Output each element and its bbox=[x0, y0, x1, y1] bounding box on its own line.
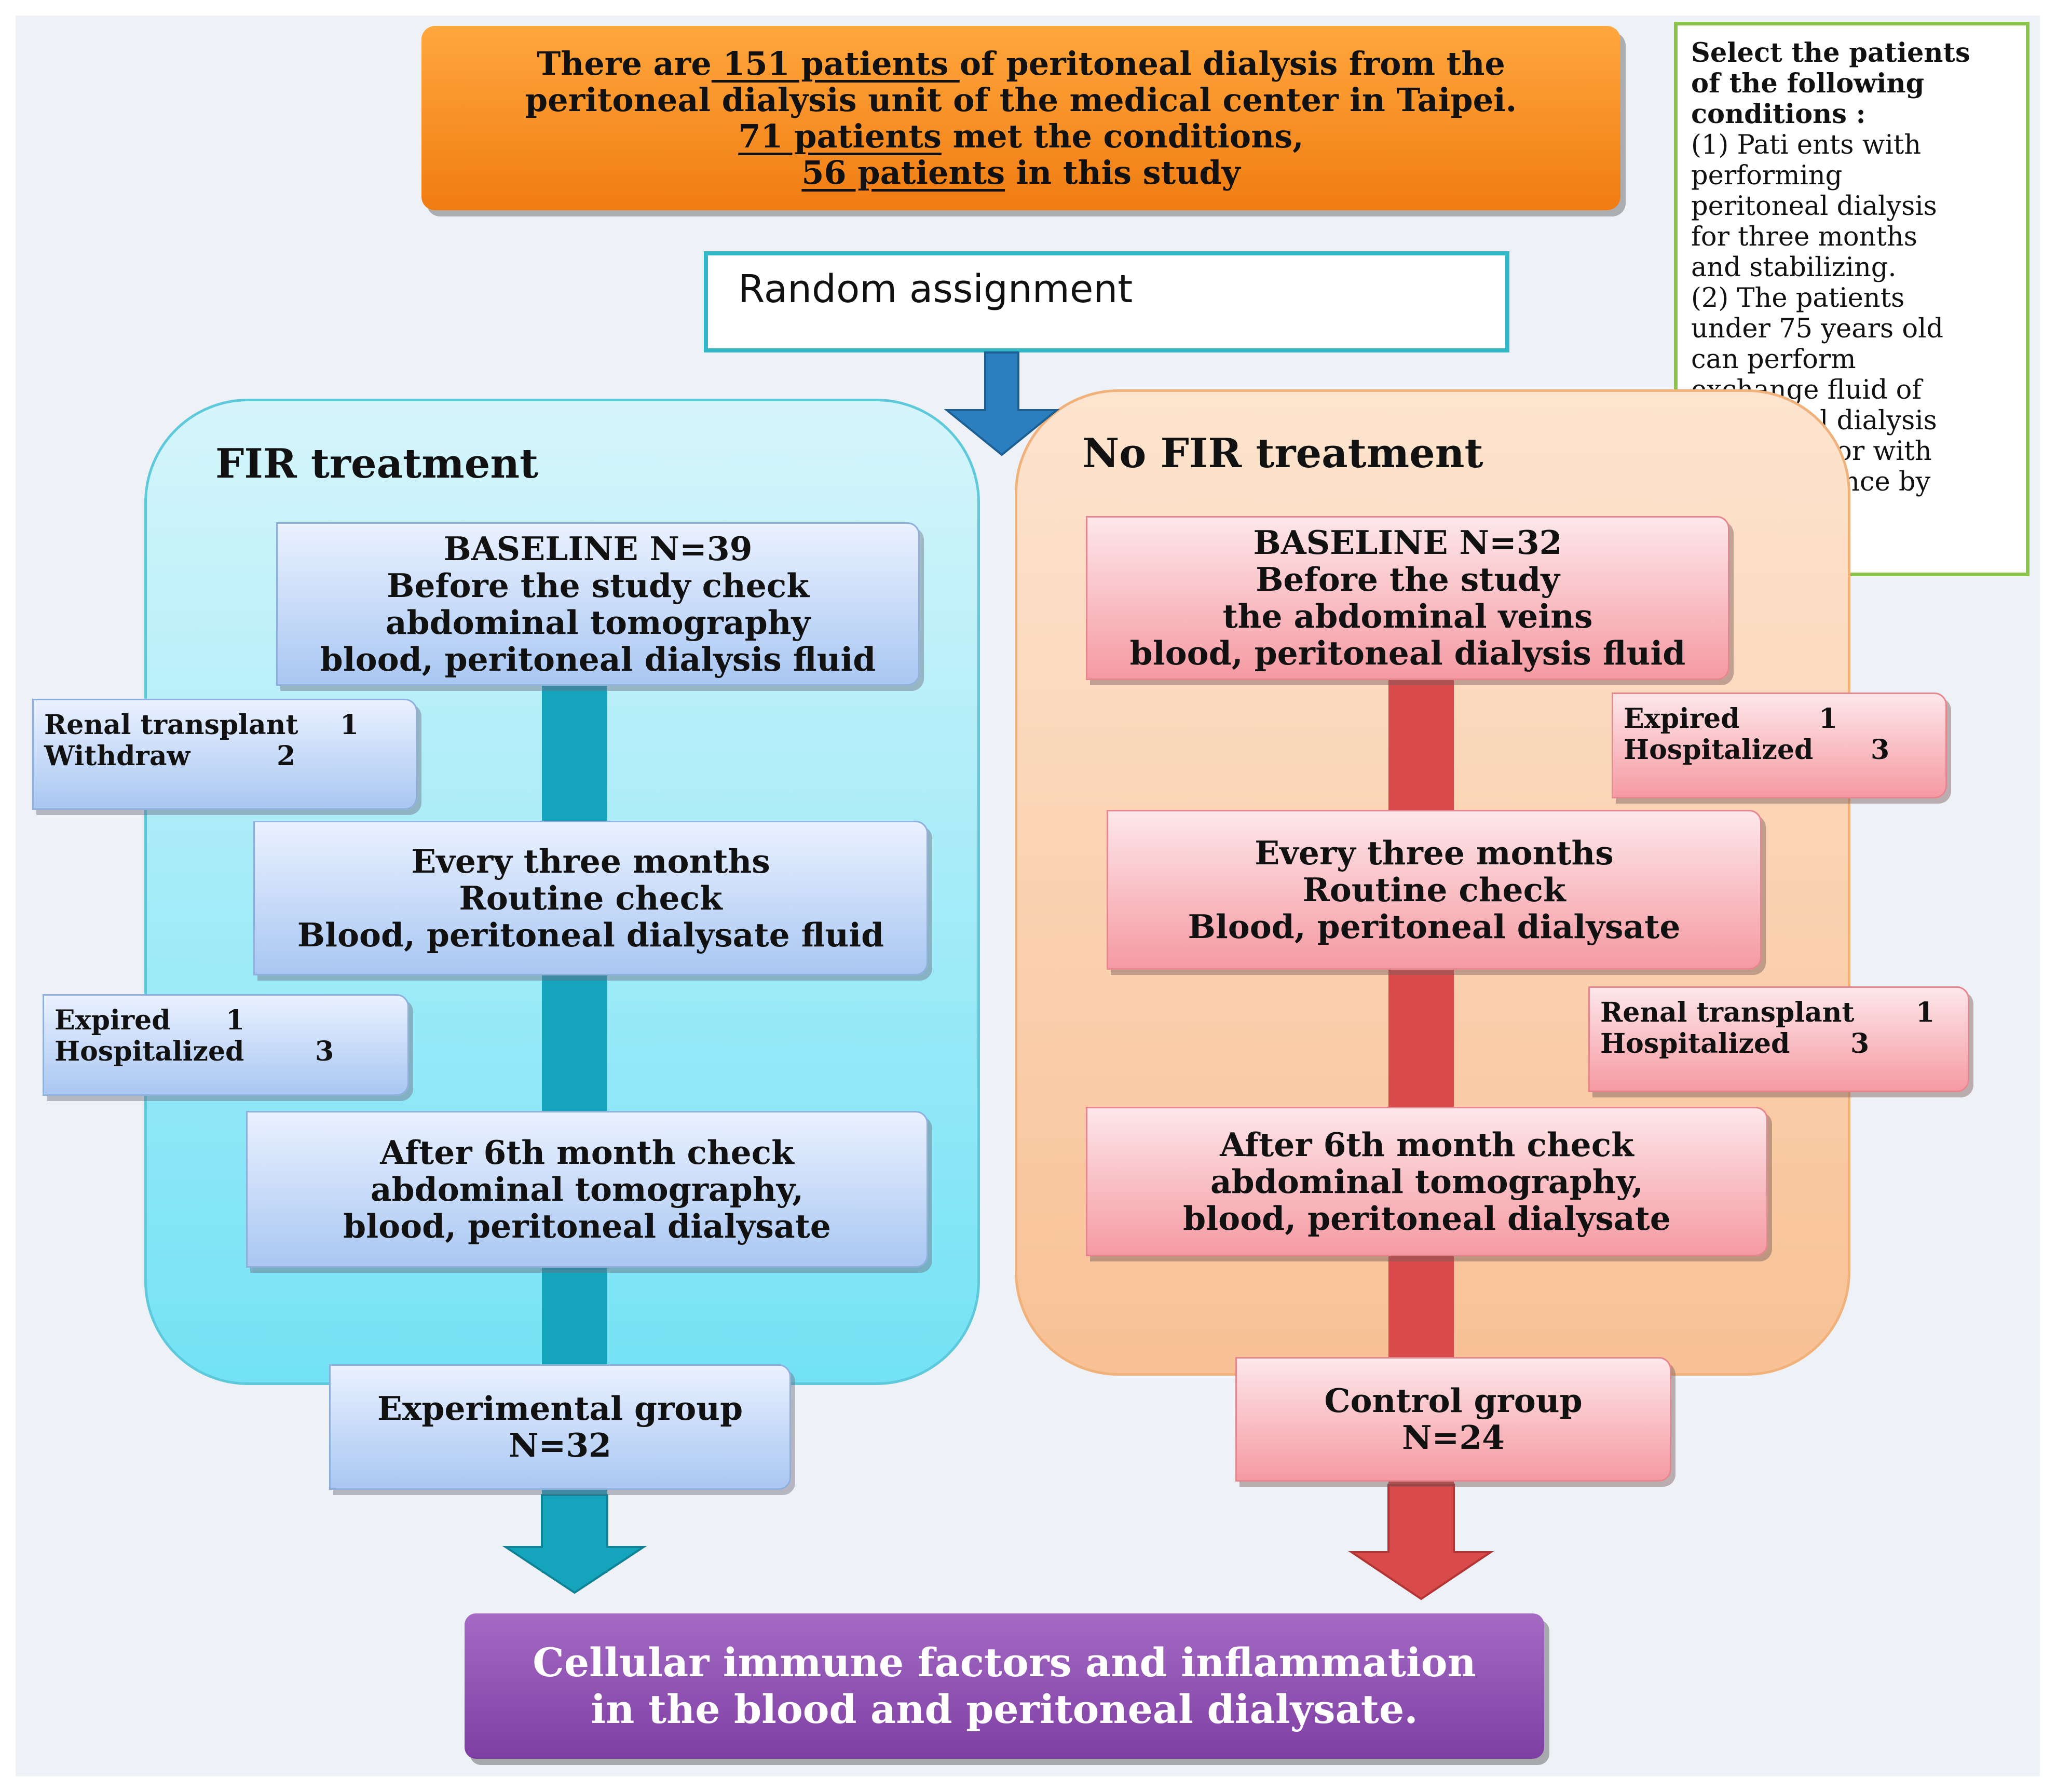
criteria-heading: of the following bbox=[1691, 68, 1925, 99]
no-fir-dropout-box-2: Renal transplant 1 Hospitalized 3 bbox=[1588, 986, 1969, 1092]
no-fir-baseline-line: BASELINE N=32 bbox=[1253, 523, 1562, 562]
dropout-reason: Hospitalized bbox=[1600, 1028, 1790, 1060]
dropout-row: Withdraw 2 bbox=[44, 741, 405, 772]
no-fir-routine-line: Blood, peritoneal dialysate bbox=[1188, 907, 1681, 946]
no-fir-baseline-box: BASELINE N=32 Before the study the abdom… bbox=[1086, 516, 1729, 680]
fir-after-line: After 6th month check bbox=[380, 1133, 794, 1172]
dropout-count: 3 bbox=[315, 1036, 334, 1067]
dropout-reason: Expired bbox=[1624, 703, 1740, 735]
dropout-reason: Expired bbox=[55, 1004, 171, 1036]
no-fir-treatment-title: No FIR treatment bbox=[1082, 430, 1483, 477]
experimental-group-box: Experimental group N=32 bbox=[329, 1364, 791, 1490]
no-fir-after-line: blood, peritoneal dialysate bbox=[1183, 1199, 1671, 1238]
intro-text: met the conditions, bbox=[941, 117, 1304, 155]
criteria-heading: Select the patients bbox=[1691, 37, 1970, 69]
no-fir-baseline-line: the abdominal veins bbox=[1222, 597, 1593, 635]
total-patients: 151 patients bbox=[711, 44, 960, 83]
fir-routine-line: Routine check bbox=[459, 878, 723, 917]
no-fir-routine-line: Routine check bbox=[1302, 870, 1566, 909]
fir-after-line: abdominal tomography, bbox=[370, 1170, 804, 1209]
dropout-row: Expired 1 bbox=[55, 1005, 397, 1036]
criteria-line: can perform bbox=[1691, 344, 1856, 375]
fir-baseline-line: BASELINE N=39 bbox=[443, 529, 753, 568]
dropout-count: 1 bbox=[1819, 703, 1838, 735]
eligible-patients: 71 patients bbox=[738, 117, 942, 155]
study-population-box: There are 151 patients of peritoneal dia… bbox=[421, 26, 1620, 210]
fir-baseline-line: abdominal tomography bbox=[385, 603, 811, 642]
dropout-row: Renal transplant 1 bbox=[1600, 997, 1957, 1028]
control-group-label: Control group bbox=[1324, 1381, 1583, 1420]
no-fir-after-6-month-box: After 6th month check abdominal tomograp… bbox=[1086, 1107, 1768, 1256]
dropout-reason: Renal transplant bbox=[44, 709, 298, 741]
criteria-line: and stabilizing. bbox=[1691, 252, 1897, 283]
dropout-count: 3 bbox=[1871, 734, 1890, 766]
intro-text: of peritoneal dialysis from the bbox=[959, 44, 1505, 83]
dropout-count: 1 bbox=[340, 709, 359, 741]
dropout-row: Hospitalized 3 bbox=[1600, 1028, 1957, 1060]
experimental-group-label: Experimental group bbox=[377, 1389, 743, 1428]
outcome-box: Cellular immune factors and inflammation… bbox=[465, 1613, 1544, 1759]
dropout-reason: Hospitalized bbox=[55, 1036, 244, 1067]
no-fir-after-line: After 6th month check bbox=[1220, 1125, 1634, 1164]
dropout-reason: Hospitalized bbox=[1624, 734, 1814, 766]
intro-line-4: 56 patients in this study bbox=[801, 153, 1241, 192]
dropout-count: 1 bbox=[1916, 997, 1935, 1028]
fir-routine-box: Every three months Routine check Blood, … bbox=[253, 821, 928, 975]
enrolled-patients: 56 patients bbox=[801, 153, 1005, 192]
outcome-line: in the blood and peritoneal dialysate. bbox=[591, 1686, 1418, 1732]
no-fir-routine-box: Every three months Routine check Blood, … bbox=[1107, 810, 1762, 970]
dropout-row: Hospitalized 3 bbox=[1624, 735, 1935, 766]
dropout-count: 1 bbox=[226, 1004, 245, 1036]
random-assignment-label: Random assignment bbox=[738, 267, 1133, 311]
no-fir-routine-line: Every three months bbox=[1255, 833, 1614, 872]
outcome-line: Cellular immune factors and inflammation bbox=[533, 1639, 1476, 1686]
fir-baseline-box: BASELINE N=39 Before the study check abd… bbox=[276, 522, 920, 686]
random-down-arrow bbox=[944, 351, 1060, 456]
fir-baseline-line: blood, peritoneal dialysis fluid bbox=[320, 640, 876, 678]
fir-dropout-box-1: Renal transplant 1 Withdraw 2 bbox=[32, 699, 417, 810]
no-fir-dropout-box-1: Expired 1 Hospitalized 3 bbox=[1612, 693, 1947, 798]
intro-line-1: There are 151 patients of peritoneal dia… bbox=[537, 44, 1505, 83]
no-fir-down-arrow bbox=[1348, 1484, 1494, 1600]
dropout-row: Expired 1 bbox=[1624, 703, 1935, 735]
dropout-reason: Renal transplant bbox=[1600, 997, 1855, 1028]
fir-after-line: blood, peritoneal dialysate bbox=[343, 1206, 831, 1245]
criteria-line: under 75 years old bbox=[1691, 314, 1944, 344]
fir-routine-line: Every three months bbox=[411, 841, 770, 880]
intro-line-3: 71 patients met the conditions, bbox=[738, 118, 1303, 155]
dropout-row: Renal transplant 1 bbox=[44, 710, 405, 741]
fir-routine-line: Blood, peritoneal dialysate fluid bbox=[297, 915, 884, 954]
control-group-n: N=24 bbox=[1401, 1418, 1505, 1457]
fir-down-arrow bbox=[502, 1494, 647, 1594]
random-assignment-box: Random assignment bbox=[704, 251, 1509, 352]
intro-line-2: peritoneal dialysis unit of the medical … bbox=[525, 80, 1517, 119]
criteria-line: for three months bbox=[1691, 222, 1917, 252]
dropout-reason: Withdraw bbox=[44, 740, 190, 772]
criteria-line: peritoneal dialysis bbox=[1691, 191, 1937, 222]
criteria-heading: conditions : bbox=[1691, 99, 1866, 130]
no-fir-after-line: abdominal tomography, bbox=[1210, 1162, 1644, 1201]
criteria-line: (2) The patients bbox=[1691, 283, 1905, 314]
fir-dropout-box-2: Expired 1 Hospitalized 3 bbox=[43, 994, 409, 1096]
dropout-row: Hospitalized 3 bbox=[55, 1036, 397, 1067]
fir-treatment-title: FIR treatment bbox=[215, 440, 539, 487]
control-group-box: Control group N=24 bbox=[1235, 1357, 1671, 1482]
no-fir-baseline-line: Before the study bbox=[1256, 560, 1560, 599]
criteria-line: performing bbox=[1691, 160, 1843, 191]
no-fir-baseline-line: blood, peritoneal dialysis fluid bbox=[1129, 634, 1686, 672]
experimental-group-n: N=32 bbox=[508, 1426, 612, 1464]
fir-baseline-line: Before the study check bbox=[387, 566, 809, 605]
intro-text: in this study bbox=[1005, 153, 1241, 192]
intro-text: There are bbox=[537, 44, 712, 83]
criteria-line: (1) Pati ents with bbox=[1691, 130, 1922, 160]
dropout-count: 2 bbox=[277, 740, 296, 772]
dropout-count: 3 bbox=[1850, 1028, 1870, 1060]
fir-after-6-month-box: After 6th month check abdominal tomograp… bbox=[246, 1111, 928, 1268]
